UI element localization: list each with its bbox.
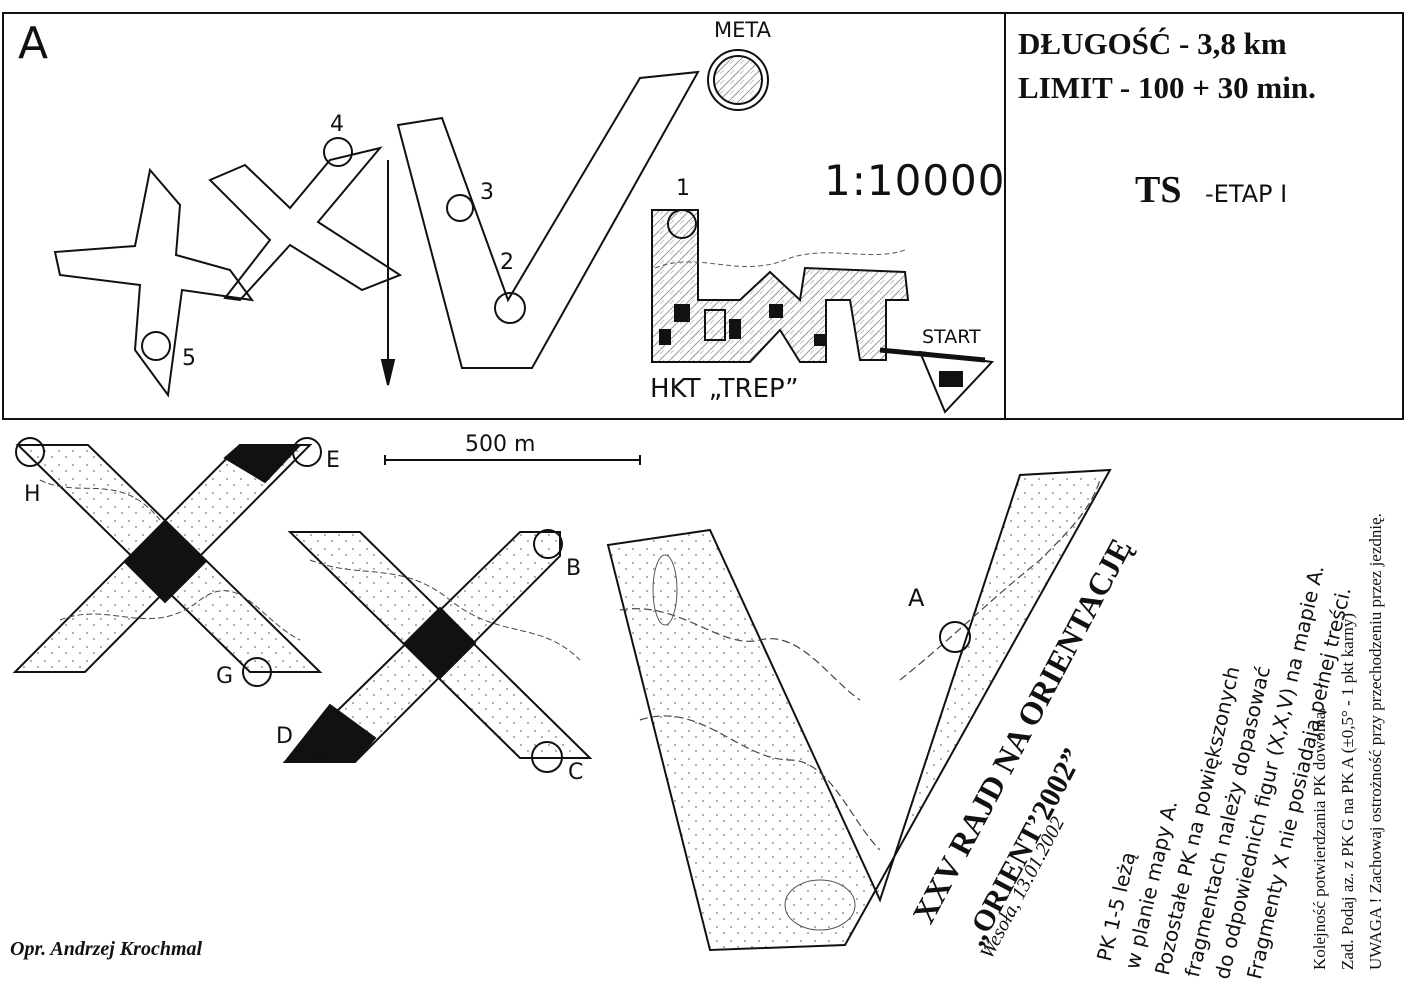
club-name: HKT „TREP”: [650, 374, 799, 404]
control-e-label: E: [326, 448, 340, 473]
control-4-label: 4: [330, 112, 344, 137]
control-c-label: C: [568, 760, 584, 785]
control-circles-map-a: [141, 137, 697, 361]
figure-x-left: [53, 167, 255, 398]
control-a-label: A: [908, 584, 925, 612]
scale-bar: [384, 455, 641, 465]
start-label: START: [922, 326, 981, 348]
fragment-v: [606, 468, 1112, 952]
stage: -ETAP I: [1205, 180, 1288, 208]
map-a-frame: [2, 12, 1006, 420]
control-g-label: G: [216, 664, 234, 689]
author: Opr. Andrzej Krochmal: [10, 938, 203, 960]
lat-map-block: [651, 209, 986, 363]
time-limit: LIMIT - 100 + 30 min.: [1018, 70, 1316, 105]
meta-label: META: [714, 18, 771, 42]
info-frame: [1006, 12, 1404, 420]
figure-v: [396, 70, 700, 369]
control-h-label: H: [24, 482, 41, 507]
course-length: DŁUGOŚĆ - 3,8 km: [1018, 26, 1287, 61]
control-3-label: 3: [480, 180, 494, 205]
map-a-label: A: [18, 18, 49, 69]
control-b-label: B: [566, 556, 582, 581]
fragment-x-right: [282, 531, 593, 763]
scale-bar-label: 500 m: [465, 432, 536, 457]
start-triangle-icon: [918, 350, 995, 414]
map-scale: 1:10000: [824, 156, 1006, 205]
figure-x-middle: [208, 146, 403, 302]
north-arrow-icon: [380, 160, 396, 386]
meta-finish-icon: [707, 49, 769, 111]
control-2-label: 2: [500, 250, 514, 275]
note-confirmation-order: Kolejność potwierdzania PK dowolna.: [1310, 707, 1329, 971]
control-5-label: 5: [182, 346, 196, 371]
note-warning: UWAGA ! Zachowaj ostrożność przy przecho…: [1366, 513, 1385, 970]
note-azimuth-task: Zad. Podaj az. z PK G na PK A (±0,5° - 1…: [1338, 612, 1357, 970]
control-d-label: D: [276, 724, 293, 749]
fragment-x-left: [12, 444, 323, 673]
control-circles-fragments: [15, 437, 971, 773]
category: TS: [1135, 169, 1182, 211]
control-1-label: 1: [676, 176, 690, 201]
